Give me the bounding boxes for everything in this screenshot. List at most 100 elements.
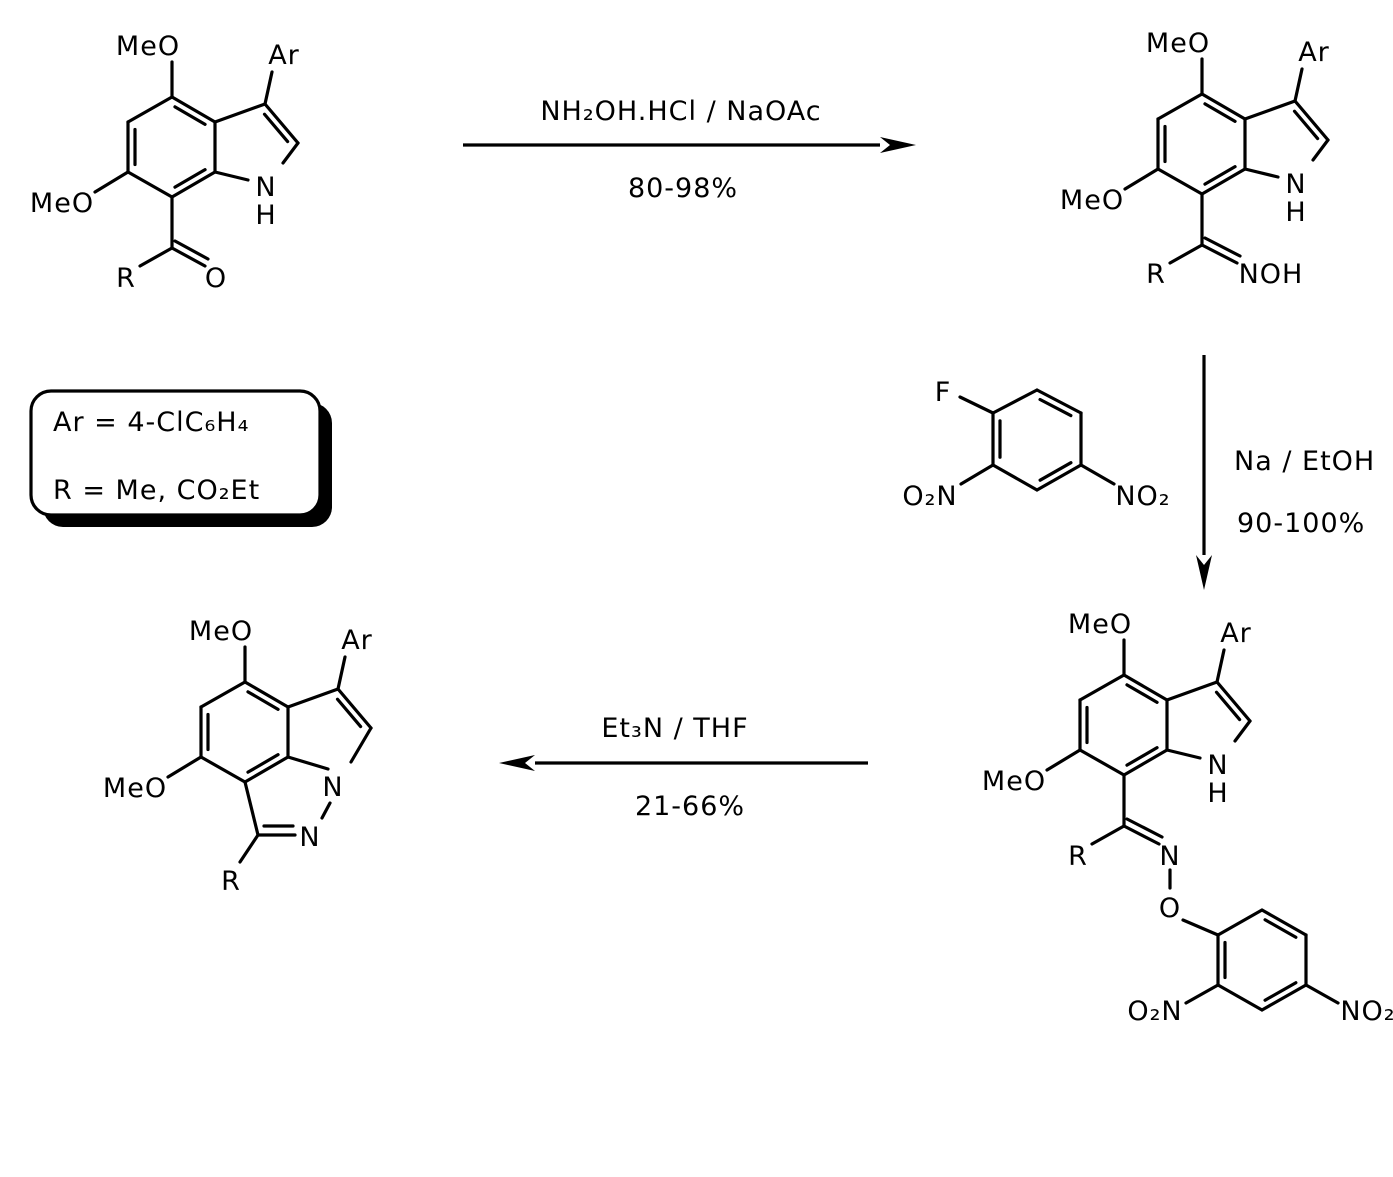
bond	[173, 105, 207, 126]
atom-label-ar: Ar	[1220, 618, 1252, 649]
bond	[246, 753, 280, 774]
bond	[213, 170, 250, 182]
bond	[1260, 983, 1308, 1012]
bond	[262, 112, 290, 144]
atom-label-f: F	[935, 377, 952, 408]
atom-label-meo: MeO	[1060, 185, 1124, 216]
bond	[1260, 908, 1308, 937]
bond	[1293, 67, 1304, 103]
atom-label-meo: MeO	[1146, 28, 1210, 59]
atom-label-r: R	[221, 866, 241, 897]
bond	[263, 70, 274, 106]
bond	[1165, 748, 1202, 760]
bond	[238, 833, 260, 864]
atom-label-o: O	[1159, 893, 1181, 924]
bond	[1078, 748, 1126, 777]
bond	[1122, 748, 1169, 777]
bond	[1203, 236, 1242, 258]
atom-label-no2: NO₂	[1340, 996, 1393, 1027]
bond	[1123, 167, 1160, 191]
atom-label-meo: MeO	[1068, 609, 1132, 640]
atom-label-meo: MeO	[30, 188, 94, 219]
bond	[1292, 109, 1320, 141]
bond	[199, 755, 247, 784]
bond	[1293, 99, 1330, 142]
atom-label-no2: NO₂	[1115, 481, 1170, 512]
bond	[1216, 983, 1264, 1012]
bond	[1090, 824, 1126, 846]
bond	[1035, 388, 1083, 415]
bond	[320, 801, 332, 820]
bond	[243, 680, 290, 709]
bond	[286, 755, 330, 771]
bond	[1311, 138, 1330, 162]
bond	[991, 463, 1039, 492]
atom-label-r: R	[1068, 841, 1088, 872]
arrow-step3	[499, 755, 868, 771]
atom-label-n: N	[1285, 169, 1306, 200]
bond	[1214, 690, 1242, 722]
atom-label-n: N	[322, 772, 343, 803]
atom-label-h: H	[1285, 197, 1306, 228]
step1-yield: 80-98%	[628, 173, 738, 204]
legend-ar: Ar = 4-ClC₆H₄	[53, 407, 249, 438]
atom-label-meo: MeO	[982, 766, 1046, 797]
bond	[170, 95, 217, 124]
step2-yield: 90-100%	[1237, 508, 1365, 539]
atom-label-n: N	[299, 822, 320, 853]
atom-label-ar: Ar	[1298, 37, 1330, 68]
legend-r: R = Me, CO₂Et	[53, 475, 260, 506]
bond	[1233, 719, 1252, 743]
bond	[336, 687, 373, 730]
bond	[246, 690, 280, 711]
bond	[991, 388, 1039, 415]
atom-label-r: R	[1146, 259, 1166, 290]
bond	[1184, 983, 1220, 1005]
bond	[1304, 983, 1340, 1005]
atom-label-h: H	[1207, 778, 1228, 809]
bond	[281, 141, 300, 165]
bond	[263, 102, 300, 145]
bond	[286, 687, 340, 709]
bond	[959, 463, 995, 486]
bond	[1122, 824, 1161, 846]
bond	[138, 246, 174, 268]
bond	[1215, 648, 1226, 684]
bond	[243, 755, 290, 784]
atom-label-o: O	[205, 263, 227, 294]
bond	[1156, 92, 1204, 121]
atom-label-meo: MeO	[116, 31, 180, 62]
bond	[1125, 817, 1164, 839]
bond	[243, 780, 260, 837]
bond	[1203, 102, 1237, 123]
bond	[1156, 167, 1204, 196]
bond	[1263, 918, 1298, 939]
bond	[336, 655, 347, 691]
bond	[126, 95, 174, 124]
bond	[1215, 680, 1252, 723]
bond	[1079, 463, 1116, 486]
bond	[1168, 243, 1204, 265]
bond	[1200, 167, 1247, 196]
atom-label-ar: Ar	[341, 625, 373, 656]
arrow-step2	[1196, 355, 1212, 590]
bond	[1125, 683, 1159, 704]
bond	[1038, 397, 1073, 418]
atom-label-n: N	[255, 172, 276, 203]
atom-label-o2n: O₂N	[902, 481, 957, 512]
bond	[1243, 99, 1297, 121]
bond	[1181, 918, 1220, 937]
bond	[1045, 748, 1082, 772]
bond	[170, 246, 207, 268]
atom-label-o2n: O₂N	[1127, 996, 1182, 1027]
bond	[1122, 673, 1169, 702]
atom-label-meo: MeO	[103, 773, 167, 804]
atom-label-h: H	[255, 200, 276, 231]
atom-label-meo: MeO	[189, 616, 253, 647]
bond	[1263, 981, 1298, 1002]
substituent-legend: Ar = 4-ClC₆H₄ R = Me, CO₂Et	[29, 389, 332, 527]
step1-reagent: NH₂OH.HCl / NaOAc	[540, 96, 821, 127]
atom-label-n: N	[1207, 750, 1228, 781]
bond	[1243, 167, 1280, 179]
